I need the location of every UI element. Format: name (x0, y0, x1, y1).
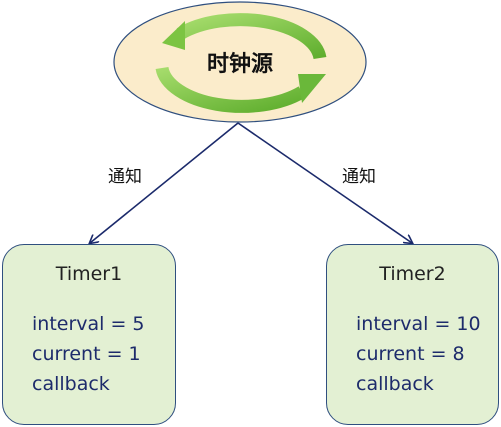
timer2-current: current = 8 (356, 343, 465, 365)
timer2-callback: callback (356, 373, 434, 395)
timer1-current: current = 1 (32, 343, 141, 365)
timer2-node: Timer2 interval = 10 current = 8 callbac… (326, 244, 499, 425)
edge-label-left: 通知 (108, 167, 142, 187)
timer1-callback: callback (32, 373, 110, 395)
timer1-node: Timer1 interval = 5 current = 1 callback (2, 244, 176, 425)
connector-to-timer1 (90, 122, 239, 243)
timer2-title: Timer2 (379, 263, 446, 285)
timer1-title: Timer1 (55, 263, 123, 285)
timer1-interval: interval = 5 (32, 313, 145, 335)
clock-source-label: 时钟源 (207, 51, 273, 77)
edge-label-right: 通知 (342, 167, 376, 187)
timer2-interval: interval = 10 (356, 313, 481, 335)
cycle-arrows-icon (155, 13, 327, 113)
connector-to-timer2 (237, 122, 412, 243)
